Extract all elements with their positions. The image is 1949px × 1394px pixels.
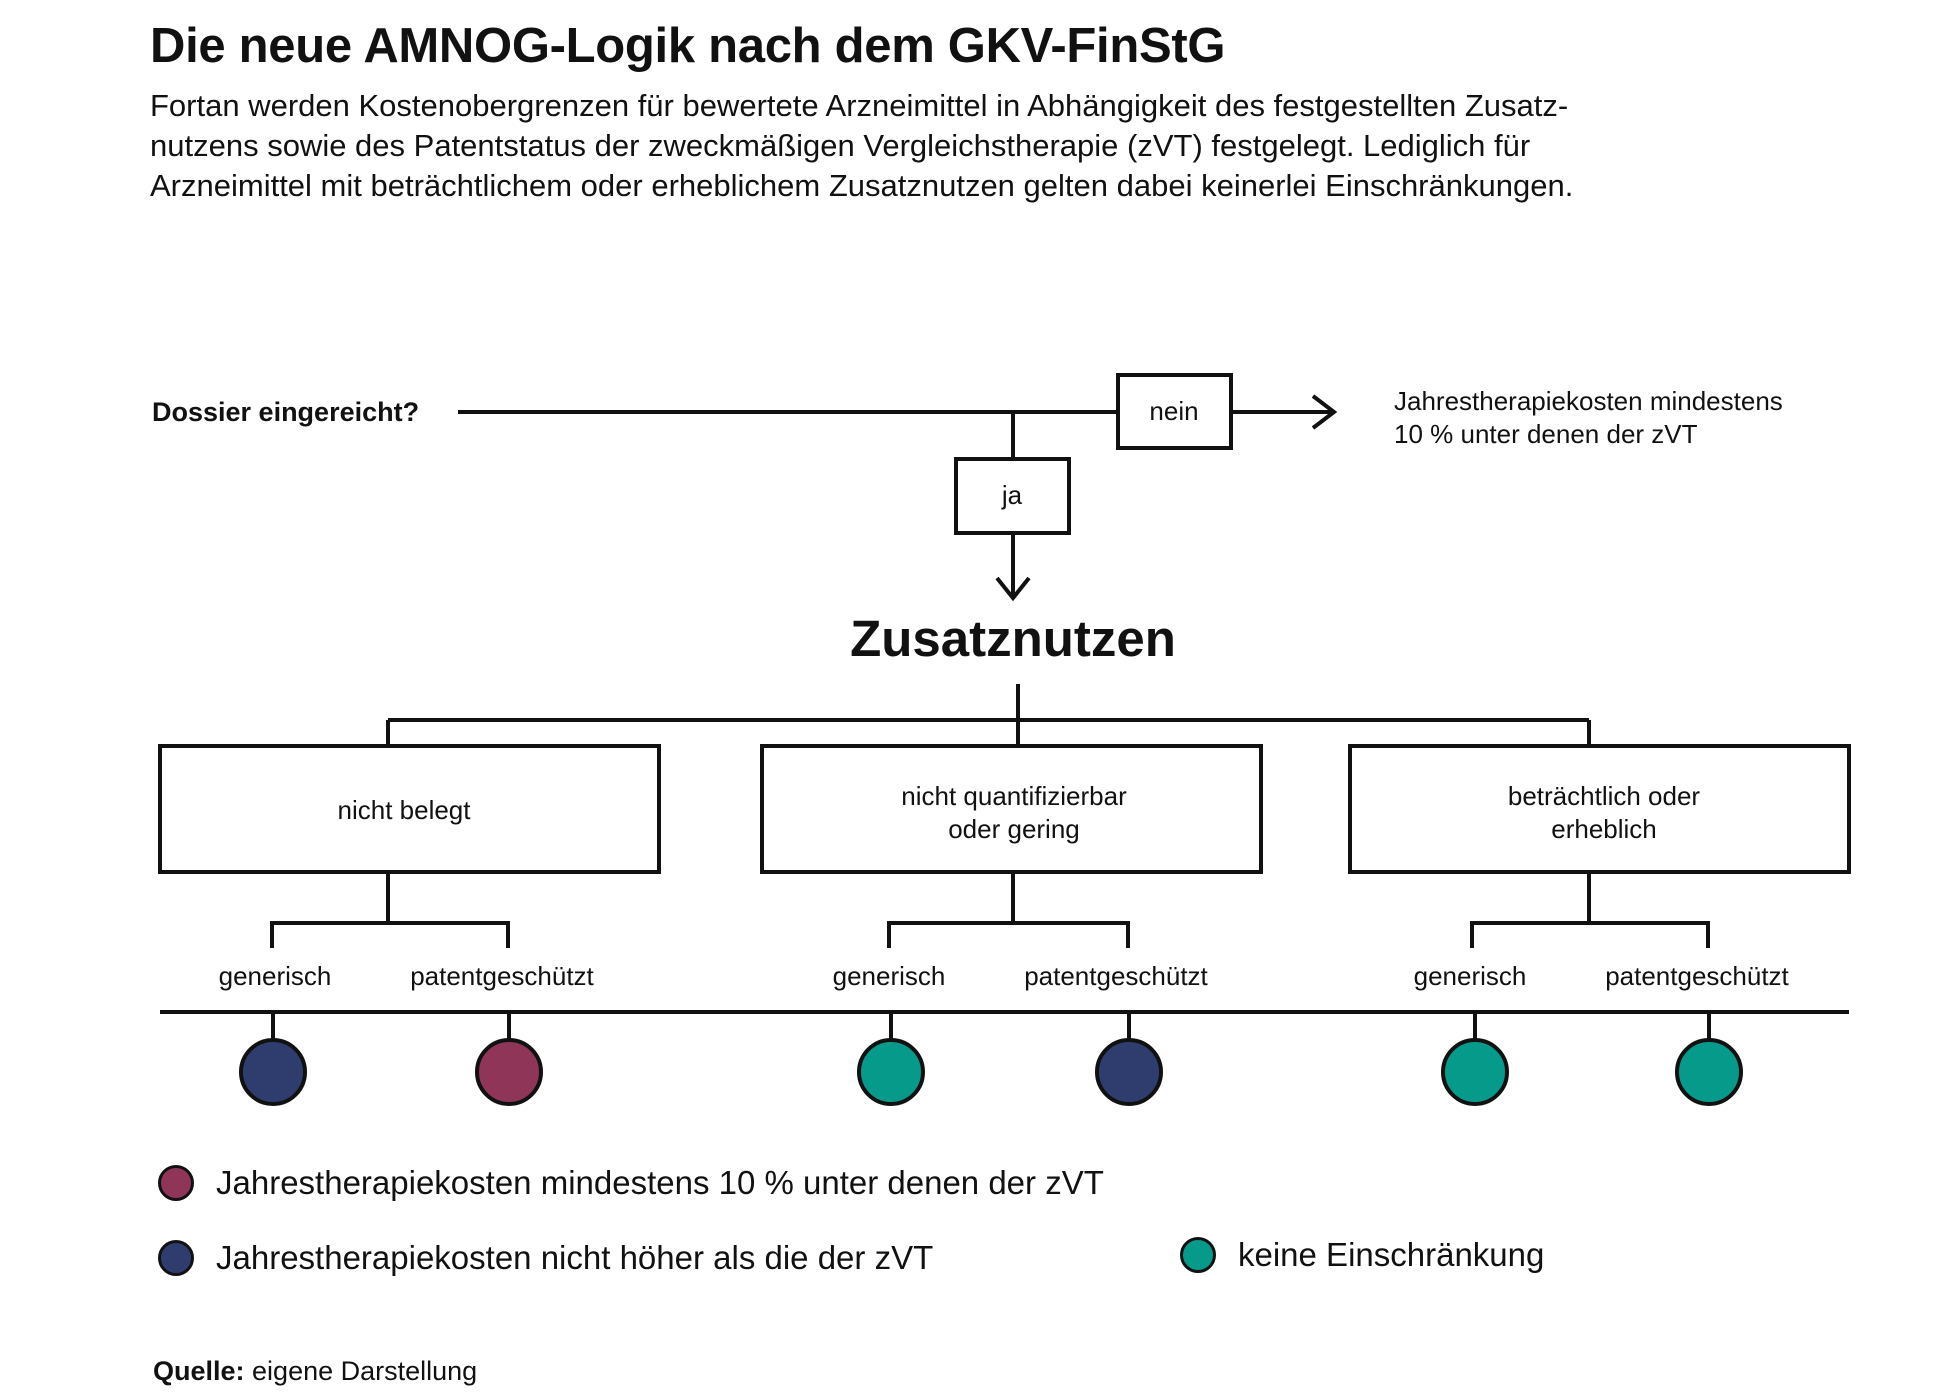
legend-dot-red <box>158 1165 194 1201</box>
no-box <box>1116 373 1233 450</box>
category-label-1: nicht belegt <box>338 795 472 825</box>
subtitle-line: Arzneimittel mit beträchtlichem oder erh… <box>150 168 1574 203</box>
source-text: eigene Darstellung <box>244 1356 478 1386</box>
source-note: Quelle: eigene Darstellung <box>153 1356 477 1387</box>
no-arrow-head <box>1311 394 1338 430</box>
yes-arrow-head <box>995 576 1031 602</box>
category-label-2: nicht quantifizierbar <box>901 781 1127 811</box>
sub-bracket-3 <box>1470 921 1710 948</box>
outcome-circle-2-patent <box>1095 1038 1163 1106</box>
yes-label: ja <box>1001 480 1023 510</box>
legend-text: Jahrestherapiekosten mindestens 10 % unt… <box>216 1164 1104 1201</box>
legend-dot-blue <box>158 1240 194 1276</box>
legend-item-blue: Jahrestherapiekosten nicht höher als die… <box>158 1239 933 1277</box>
legend-item-teal: keine Einschränkung <box>1180 1236 1544 1274</box>
category-box-3 <box>1348 744 1851 874</box>
legend-text: Jahrestherapiekosten nicht höher als die… <box>216 1239 934 1276</box>
patent-label: patentgeschützt <box>1024 961 1208 991</box>
outcome-circle-2-generic <box>857 1038 925 1106</box>
subtitle-line: Fortan werden Kostenobergrenzen für bewe… <box>150 88 1569 123</box>
generic-label: generisch <box>1414 961 1527 991</box>
page-title: Die neue AMNOG-Logik nach dem GKV-FinStG <box>150 19 1226 73</box>
generic-label: generisch <box>219 961 332 991</box>
category-label-3: beträchtlich oder <box>1508 781 1701 811</box>
legend-dot-teal <box>1180 1237 1216 1273</box>
source-label: Quelle: <box>153 1356 245 1386</box>
question-label: Dossier eingereicht? <box>152 397 419 427</box>
patent-label: patentgeschützt <box>410 961 594 991</box>
no-label: nein <box>1149 396 1198 426</box>
no-outcome-line: 10 % unter denen der zVT <box>1394 419 1698 449</box>
benefit-heading: Zusatznutzen <box>850 610 1176 667</box>
category-label-3: erheblich <box>1551 814 1657 844</box>
legend-item-red: Jahrestherapiekosten mindestens 10 % unt… <box>158 1164 1104 1202</box>
outcome-circle-1-patent <box>475 1038 543 1106</box>
subtitle-line: nutzens sowie des Patentstatus der zweck… <box>150 128 1531 163</box>
no-outcome-line: Jahrestherapiekosten mindestens <box>1394 386 1783 416</box>
sub-bracket-1 <box>270 921 510 948</box>
sub-bracket-2 <box>887 921 1130 948</box>
outcome-circle-1-generic <box>239 1038 307 1106</box>
yes-box <box>954 457 1071 535</box>
outcome-circle-3-patent <box>1675 1038 1743 1106</box>
subtitle: Fortan werden Kostenobergrenzen für bewe… <box>150 86 1850 206</box>
patent-label: patentgeschützt <box>1605 961 1789 991</box>
outcome-circle-3-generic <box>1441 1038 1509 1106</box>
generic-label: generisch <box>833 961 946 991</box>
legend-text: keine Einschränkung <box>1238 1236 1545 1273</box>
category-box-1 <box>158 744 661 874</box>
category-label-2: oder gering <box>948 814 1080 844</box>
